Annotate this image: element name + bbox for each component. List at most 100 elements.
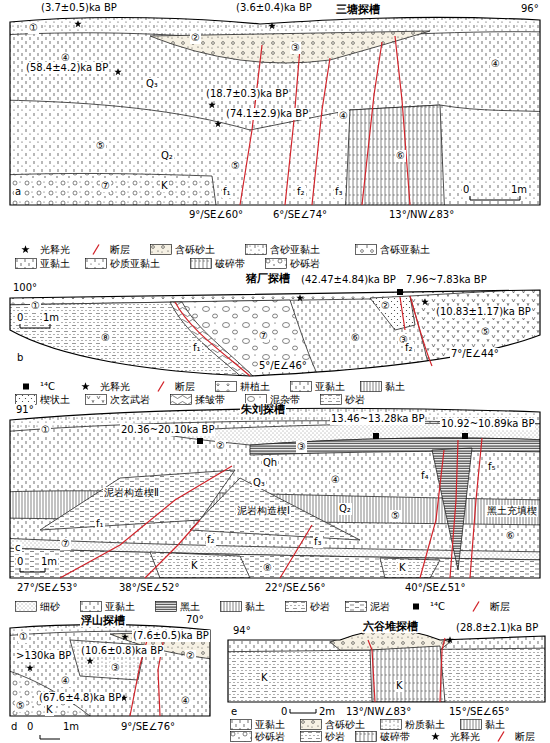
map-label: 1m [40,556,58,568]
layer-number: ⑧ [262,562,273,574]
layer-number: ④ [60,675,71,687]
fault-number: f₂ [296,186,306,198]
age-label: 10.92~10.89ka BP [440,418,535,430]
map-label: K [398,562,407,574]
age-label: (67.6±4.8)ka BP [38,692,122,704]
legend-text: 破碎带 [380,731,410,742]
layer-number: ① [18,631,29,643]
trench-title: 浮山探槽 [80,614,126,627]
age-label: (3.6±0.4)ka BP [235,2,313,14]
layer-number: ④ [338,110,349,122]
fault-attitude: 15°/SE∠65° [448,706,510,718]
layer-number: ⑧ [100,332,111,344]
map-label: 黑土充填楔 [486,505,538,517]
layer-number: ① [40,424,51,436]
age-label: (18.7±0.3)ka BP [205,88,289,100]
layer-number: ③ [290,42,301,54]
fault-number: f₃ [334,186,344,198]
map-label: K [160,180,169,192]
legend-text: 砂岩 [345,394,365,405]
legend-swatch [355,731,377,742]
legend-swatch [320,394,342,405]
legend-text: 含砾砂土 [325,719,365,730]
legend-text: 光释光 [450,731,480,742]
map-label: 2m [318,706,336,718]
map-label: Qh [262,457,278,469]
fault-attitude: 27°/SE∠53° [16,582,78,594]
legend-swatch [80,601,102,612]
age-label: (10.83±1.17)ka BP [435,306,532,318]
layer-number: ⑤ [95,140,106,152]
legend-text: 光释光 [40,244,70,255]
layer-number: ② [380,300,391,312]
map-label: Q₃ [145,78,159,90]
fault-number: f₅ [487,461,497,473]
legend-text: 断层 [490,601,510,612]
orientation: 94° [232,625,252,637]
legend-text: ¹⁴C [430,601,445,612]
fault-number: f₁ [222,186,232,198]
legend-text: 亚黏土 [315,381,345,392]
map-label: c [14,542,22,554]
legend-text: 耕植土 [240,381,270,392]
legend-swatch [425,731,447,742]
legend-text: 砂质亚黏土 [110,258,160,269]
legend-swatch [150,381,172,392]
legend-text: 含砂亚黏土 [270,244,320,255]
legend-text: 断层 [175,381,195,392]
map-label: Q₂ [338,503,352,515]
legend-swatch [215,381,237,392]
fault-attitude: 22°/SE∠56° [264,582,326,594]
layer-number: ⑤ [480,326,491,338]
layer-number: ④ [180,695,191,707]
legend-swatch [380,719,402,730]
legend-swatch [170,394,192,405]
fault-number: f₁ [95,518,105,530]
legend-swatch [300,719,322,730]
legend-swatch [75,381,97,392]
map-label: 0 [280,706,288,718]
legend-swatch [15,381,37,392]
legend-text: 含砾砂土 [175,244,215,255]
legend-text: 断层 [110,244,130,255]
layer-number: ⑦ [100,180,111,192]
map-label: K [395,680,404,692]
layer-number: ⑥ [505,530,516,542]
legend-text: ¹⁴C [40,381,55,392]
legend-swatch [15,244,37,255]
legend-text: 黏土 [485,719,505,730]
legend-text: 光释光 [100,381,130,392]
orientation: 91° [15,404,35,416]
legend-swatch [345,601,367,612]
map-label: K [45,704,54,716]
age-label: 20.36~20.10ka BP [120,424,215,436]
legend-swatch [465,601,487,612]
legend-text: 断层 [515,731,535,742]
legend-text: 黑土 [180,601,200,612]
legend-text: 亚黏土 [105,601,135,612]
legend-text: 泥岩 [370,601,390,612]
legend-swatch [290,381,312,392]
fault-number: f₄ [420,470,430,482]
layer-number: ⑤ [390,510,401,522]
fault-attitude: 13°/NW∠83° [388,209,455,221]
legend-swatch [230,719,252,730]
map-label: 泥岩构造楔Ⅰ [236,505,291,517]
legend-swatch [220,601,242,612]
age-label: 7.96~7.83ka BP [405,274,488,286]
age-label: (3.7±0.5)ka BP [40,2,118,14]
fault-attitude: 7°/E∠44° [450,348,500,360]
map-label: 1m [510,184,528,196]
map-label: d [10,721,18,733]
fault-attitude: 38°/SE∠52° [118,582,180,594]
map-label: 泥岩构造楔Ⅱ [103,487,160,499]
layer-number: ① [28,22,39,34]
map-label: e [230,706,238,718]
fault-number: f₁ [192,342,202,354]
layer-number: ② [215,440,226,452]
legend-swatch [230,731,252,742]
layer-number: ③ [110,662,121,674]
layer-number: ⑤ [230,160,241,172]
orientation: 96° [520,3,540,15]
map-label: Q₃ [252,477,266,489]
